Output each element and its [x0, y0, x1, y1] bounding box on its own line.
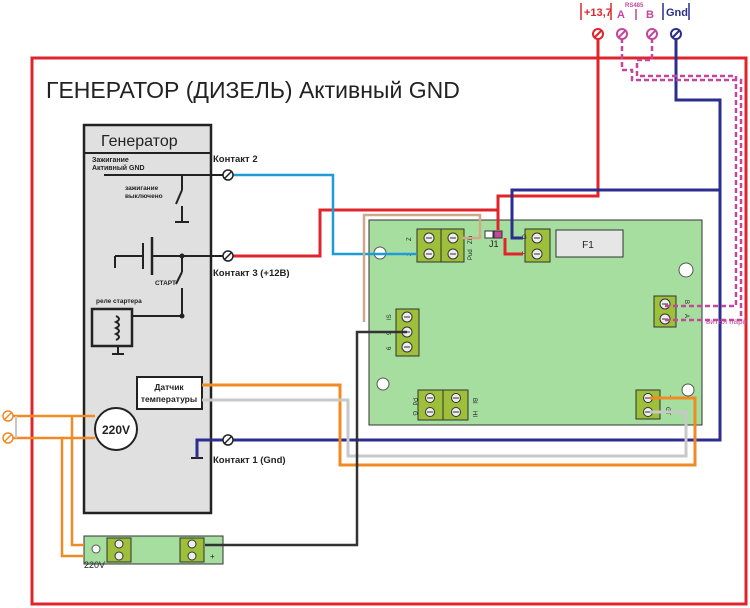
jumper-j1: J1: [489, 239, 499, 249]
fuse-f1: [555, 229, 624, 258]
temp-sensor-label-2: температуры: [141, 394, 197, 404]
outer-frame: [30, 56, 748, 606]
pin-g-bottom: G: [411, 411, 417, 416]
wire-tan: [362, 213, 482, 322]
rs485-label: RS485: [625, 3, 644, 9]
wire-rs485-a: [620, 38, 743, 322]
top-terminals: +13,7 RS485 A B Gnd: [580, 3, 690, 21]
terminal-b-label: B: [646, 9, 654, 21]
mains-220v: [94, 407, 138, 451]
wire-relay-signal: [205, 330, 407, 547]
temp-sensor-label: Датчик: [154, 382, 184, 392]
wire-gray-temp: [202, 398, 688, 458]
pin-pud: Pud: [468, 249, 474, 260]
pin-is: IS: [387, 314, 393, 320]
starter-relay-label: реле стартера: [96, 298, 142, 305]
wire-blue-board: [510, 188, 720, 240]
pin-a-board: A: [683, 314, 689, 318]
mains-label: 220V: [102, 423, 130, 437]
start-label: СТАРТ: [155, 280, 176, 287]
wire-rs485-b: [635, 38, 738, 308]
wire-orange-temp: [202, 383, 697, 467]
wire-contact-2: [232, 173, 417, 256]
wire-red-board: [496, 210, 523, 256]
screw-terminals: [2, 28, 682, 446]
contact-3-label: Контакт 3 (+12В): [213, 268, 290, 279]
ignition-off-label-2: выключено: [125, 193, 163, 200]
pin-zin: Zin: [468, 236, 474, 244]
diagram-title: ГЕНЕРАТОР (ДИЗЕЛЬ) Активный GND: [46, 77, 460, 103]
relay-plus: +: [210, 552, 215, 561]
ignition-off-label: зажигание: [125, 185, 159, 192]
pin-z: Z: [407, 237, 413, 241]
generator-name: Генератор: [101, 133, 178, 150]
pin-g-power: G: [522, 235, 527, 241]
pin-b-board: B: [683, 300, 689, 304]
terminal-gnd-label: Gnd: [666, 7, 688, 19]
generator-panel: Генератор Зажигание Активный GND зажиган…: [82, 123, 232, 515]
twisted-pair-label: витая пара: [706, 317, 748, 326]
fuse-f1-label: F1: [582, 240, 594, 251]
pin-pd: Pd: [411, 398, 417, 405]
contact-2-label: Контакт 2: [213, 154, 258, 165]
terminal-plus-label: +13,7: [584, 7, 612, 19]
wire-blue-gnd: [195, 38, 722, 458]
pin-bi: BI: [471, 398, 477, 404]
relay-board: 220V - +: [83, 535, 224, 570]
terminal-a-label: A: [617, 9, 625, 21]
pin-6: 6: [387, 346, 393, 350]
contact-1-label: Контакт 1 (Gnd): [213, 455, 286, 466]
relay-220v-label: 220V: [84, 560, 105, 570]
controller-board: Z 2 Pud Zin J1 G + F1 IS 9 6 B A: [368, 219, 703, 426]
temperature-sensor: [136, 376, 203, 410]
wire-mains: [8, 414, 95, 558]
ignition-label-gnd: Активный GND: [92, 164, 145, 172]
ignition-label: Зажигание: [92, 157, 129, 164]
pin-hi: HI: [471, 411, 477, 417]
